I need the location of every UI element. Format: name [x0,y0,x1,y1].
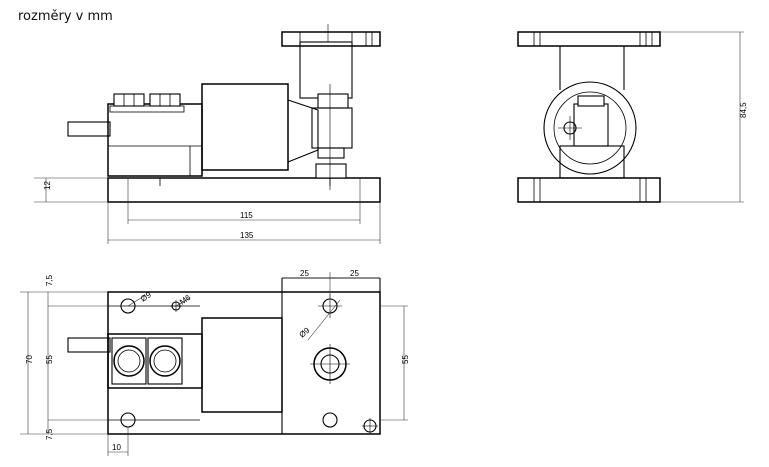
front-top-column [299,41,353,99]
top-bolt-block [107,333,203,389]
dim-front-height: 12 [43,181,52,190]
side-pendulum [573,103,609,147]
side-lower-block [559,145,625,179]
dim-front-inner-width: 115 [240,211,253,220]
top-left-bar [67,337,111,353]
front-base-plate [107,177,381,203]
dim-top-total-height: 70 [25,355,34,364]
dim-pitch-1: 25 [300,269,309,278]
side-base-plate [517,177,661,203]
dim-top-offset: 10 [112,443,121,452]
dim-pitch-2: 25 [350,269,359,278]
side-top-plate [517,31,661,47]
top-bolt-head-inner [153,349,177,373]
front-pendulum-base [317,147,345,159]
top-load-cell [201,317,283,413]
front-nut [317,93,349,109]
dim-top-inner-height-right: 55 [401,355,410,364]
top-bolt-frame [111,337,147,385]
leader-line [307,299,341,341]
top-bolt-head [149,345,181,377]
top-hole [322,412,338,428]
side-ring [543,81,637,175]
dim-top-edge-top: 7,5 [45,274,54,286]
top-hole [120,298,136,314]
top-view: Ø9 M6 Ø9 25 25 70 55 7,5 7,5 55 10 [20,269,410,456]
side-nut [577,95,605,107]
front-left-block [107,103,203,177]
front-view: 12 115 135 [34,24,381,244]
front-left-bar [67,121,111,137]
front-top-plate [281,31,381,47]
leader-line [175,297,191,307]
top-bolt-head [113,345,145,377]
dim-top-edge-bottom: 7,5 [45,428,54,440]
dim-front-total-width: 135 [240,231,254,240]
top-bolt-frame [147,337,183,385]
front-taper [287,99,319,163]
top-bolt-head-inner [117,349,141,373]
front-bolt-head [113,93,145,107]
front-bolt-head [149,93,181,107]
front-load-cell [201,83,289,171]
side-view: 84,5 [517,31,748,203]
drawing-title: rozměry v mm [18,9,113,24]
side-ring-inner [553,91,627,165]
front-washer [109,105,185,113]
leader-line [127,295,145,307]
dim-top-inner-height-left: 55 [45,355,54,364]
dim-side-height: 84,5 [739,102,748,118]
front-lower-nut [315,163,347,179]
